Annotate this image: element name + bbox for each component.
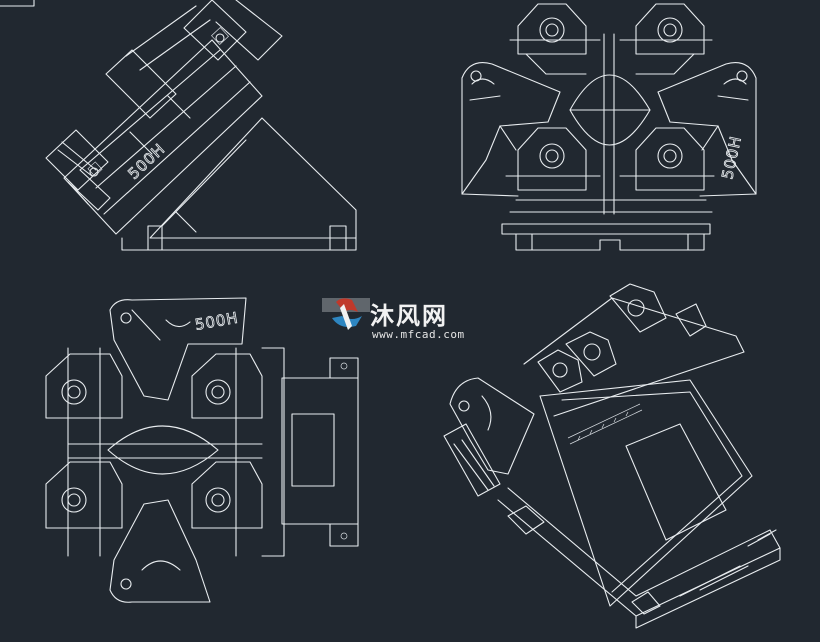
view-iso-side: 500H [45,0,357,251]
dimension-label: 500H [194,309,240,334]
view-iso-perspective [443,283,781,629]
dimension-label: 500H [718,134,745,181]
corner-mark [0,0,35,7]
watermark-url: www.mfcad.com [372,328,465,341]
watermark: 沐风网 www.mfcad.com [322,298,465,341]
view-top: 500H [45,297,359,603]
watermark-logo-icon [332,298,362,330]
view-front: 500H [461,3,757,251]
watermark-brand: 沐风网 [370,302,448,330]
